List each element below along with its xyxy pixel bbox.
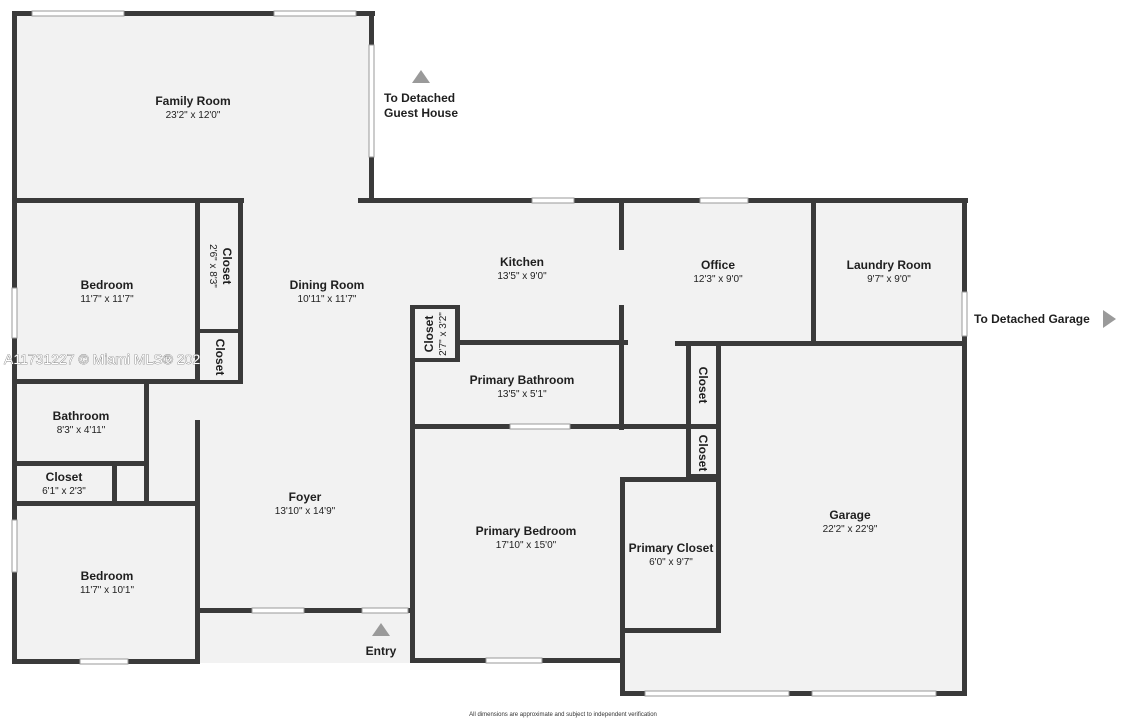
room-bedroom-1: Bedroom 11'7" x 11'7" [80,278,134,305]
room-dimensions: 6'1" x 2'3" [42,486,86,497]
room-laundry-room: Laundry Room 9'7" x 9'0" [847,258,932,285]
mls-watermark: A11731227 © Miami MLS® 202 [4,351,200,367]
room-garage: Garage 22'2" x 22'9" [823,508,878,535]
room-dimensions: 9'7" x 9'0" [867,274,911,285]
room-name: Primary Bedroom [476,524,577,538]
room-dimensions: 10'11" x 11'7" [298,294,357,305]
room-bathroom: Bathroom 8'3" x 4'11" [53,409,110,436]
detached-garage-arrow-icon [1103,310,1116,328]
room-name: Bedroom [81,569,134,583]
room-primary-bathroom: Primary Bathroom 13'5" x 5'1" [470,373,575,400]
room-dimensions: 22'2" x 22'9" [823,524,878,535]
room-name: Primary Bathroom [470,373,575,387]
room-name: Office [701,258,735,272]
room-name: Primary Closet [629,541,714,555]
room-name: Family Room [155,94,230,108]
room-name: Closet [696,435,710,472]
room-foyer: Foyer 13'10" x 14'9" [275,490,336,517]
entry-label: Entry [366,644,397,658]
room-dimensions: 2'6" x 8'3" [207,244,218,288]
room-kitchen: Kitchen 13'5" x 9'0" [497,255,547,282]
room-name: Foyer [289,490,322,504]
room-name: Garage [829,508,871,522]
room-name: Kitchen [500,255,544,269]
room-closet-4: Closet [696,367,710,404]
windows [11,10,968,697]
room-name: Closet [422,316,436,353]
room-dimensions: 13'10" x 14'9" [275,506,336,517]
room-name: Dining Room [290,278,365,292]
guest-house-arrow-icon [412,70,430,83]
entry-arrow-icon [372,623,390,636]
room-closet-6: Closet 6'1" x 2'3" [42,470,86,497]
room-family-room: Family Room 23'2" x 12'0" [155,94,230,121]
room-dimensions: 17'10" x 15'0" [496,540,557,551]
room-closet-1: Closet 2'6" x 8'3" [207,244,234,288]
room-name: Closet [213,339,227,376]
room-name: Laundry Room [847,258,932,272]
room-primary-bedroom: Primary Bedroom 17'10" x 15'0" [476,524,577,551]
room-closet-2: Closet [213,339,227,376]
room-dimensions: 13'5" x 9'0" [497,271,547,282]
room-closet-3: Closet 2'7" x 3'2" [422,312,449,356]
room-dimensions: 2'7" x 3'2" [438,312,449,356]
room-dimensions: 8'3" x 4'11" [57,425,106,436]
room-bedroom-2: Bedroom 11'7" x 10'1" [80,569,135,596]
room-dimensions: 11'7" x 10'1" [80,585,135,596]
guest-house-label-line-2: Guest House [384,106,458,120]
room-name: Closet [46,470,83,484]
room-name: Closet [220,248,234,285]
room-name: Closet [696,367,710,404]
guest-house-label-line-1: To Detached [384,91,455,105]
room-dimensions: 13'5" x 5'1" [497,389,547,400]
room-dining-room: Dining Room 10'11" x 11'7" [290,278,365,305]
room-dimensions: 11'7" x 11'7" [80,294,134,305]
room-office: Office 12'3" x 9'0" [693,258,743,285]
room-name: Bathroom [53,409,110,423]
room-dimensions: 12'3" x 9'0" [693,274,743,285]
room-name: Bedroom [81,278,134,292]
room-closet-5: Closet [696,435,710,472]
room-dimensions: 23'2" x 12'0" [166,110,221,121]
room-dimensions: 6'0" x 9'7" [649,557,693,568]
detached-garage-label: To Detached Garage [974,312,1090,326]
disclaimer-text: All dimensions are approximate and subje… [469,712,657,718]
room-primary-closet: Primary Closet 6'0" x 9'7" [629,541,714,568]
